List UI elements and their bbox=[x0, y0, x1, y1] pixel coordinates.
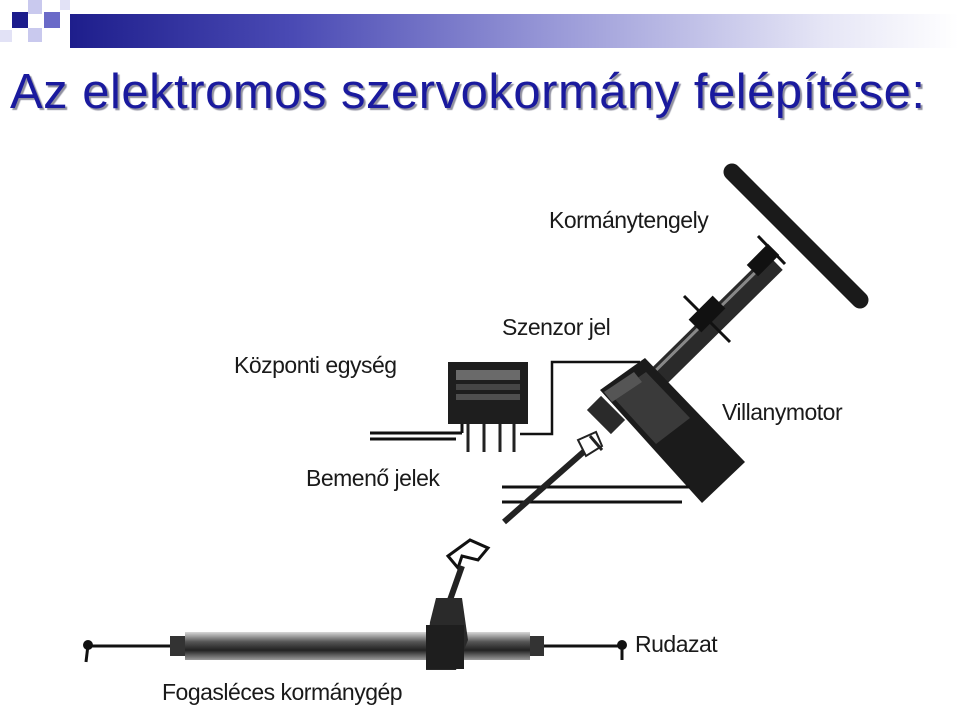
motor-wires bbox=[502, 485, 690, 504]
rack-and-pinion bbox=[83, 598, 627, 670]
label-rack-gear: Fogasléces kormánygép bbox=[162, 679, 402, 705]
corner-square-pale-2 bbox=[60, 0, 70, 10]
label-linkage: Rudazat bbox=[635, 631, 718, 657]
label-electric-motor: Villanymotor bbox=[722, 399, 843, 425]
electric-motor bbox=[586, 358, 745, 503]
central-unit-box bbox=[448, 362, 528, 452]
corner-square-light bbox=[28, 0, 42, 14]
label-steering-shaft: Kormánytengely bbox=[549, 207, 709, 233]
slide-title: Az elektromos szervokormány felépítése: bbox=[10, 65, 926, 119]
steering-shaft bbox=[632, 234, 787, 403]
sensor-signal-wire bbox=[520, 360, 640, 436]
corner-square-pale bbox=[0, 30, 12, 42]
corner-square-mid bbox=[44, 12, 60, 28]
input-signal-wires bbox=[370, 424, 464, 441]
lower-universal-joint bbox=[445, 538, 491, 601]
label-central-unit: Központi egység bbox=[234, 352, 397, 378]
title-gradient-bar bbox=[70, 14, 959, 48]
label-input-signals: Bemenő jelek bbox=[306, 465, 440, 491]
corner-square-light-2 bbox=[28, 28, 42, 42]
steering-wheel bbox=[723, 163, 869, 309]
intermediate-shaft bbox=[502, 430, 604, 525]
power-steering-diagram: Kormánytengely Szenzor jel Központi egys… bbox=[83, 163, 869, 705]
corner-square-dark bbox=[12, 12, 28, 28]
label-sensor-signal: Szenzor jel bbox=[502, 314, 610, 340]
